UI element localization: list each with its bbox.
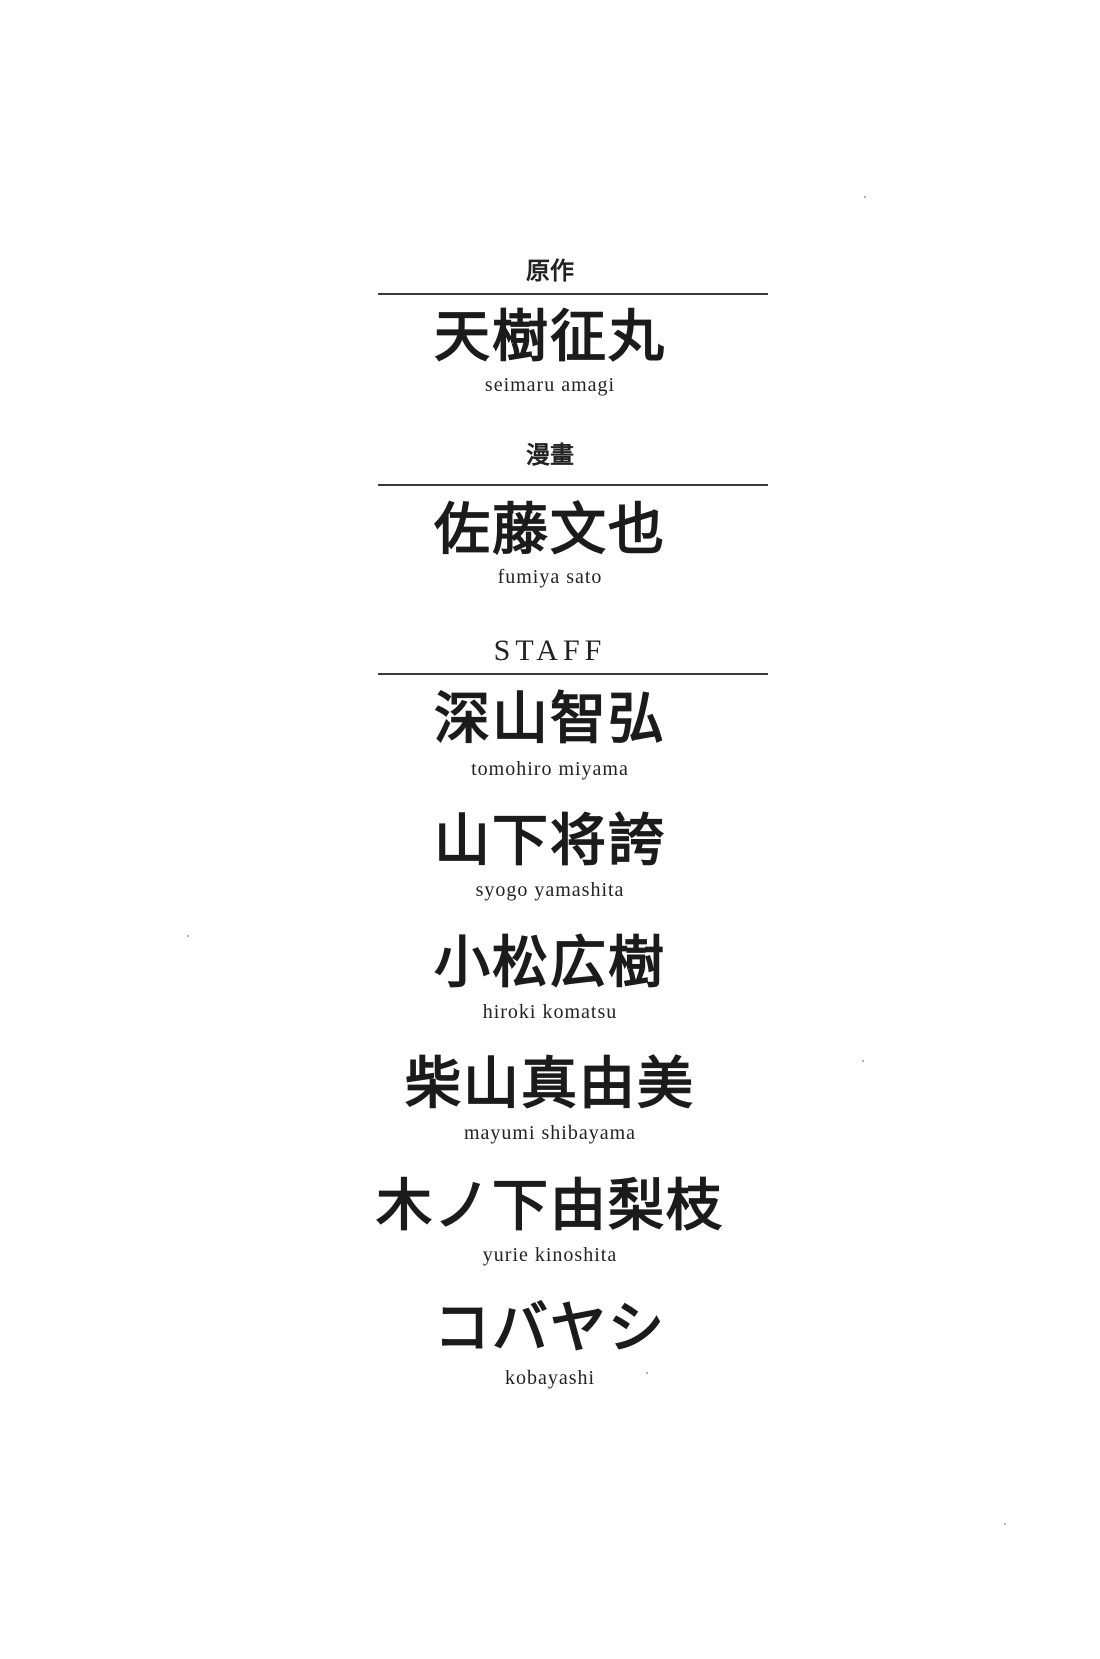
manga-artist-name-jp: 佐藤文也	[434, 498, 666, 563]
staff-member-name-jp: 山下将誇	[434, 809, 666, 874]
manga-heading: 漫畫	[526, 440, 574, 469]
manga-divider	[378, 484, 768, 486]
scan-speck	[1004, 1523, 1006, 1525]
staff-divider	[378, 673, 768, 675]
staff-member-name-en: kobayashi	[504, 1367, 596, 1389]
original-author-name-jp: 天樹征丸	[434, 305, 666, 370]
scan-speck	[187, 935, 189, 937]
staff-member-name-jp: 深山智弘	[434, 687, 666, 752]
staff-member-name-en: yurie kinoshita	[482, 1244, 618, 1266]
scan-speck	[646, 1372, 648, 1374]
scan-speck	[862, 1060, 864, 1062]
staff-member-name-jp: 柴山真由美	[405, 1052, 695, 1117]
staff-member-name-en: mayumi shibayama	[463, 1122, 637, 1144]
original-work-divider	[378, 293, 768, 295]
original-work-heading: 原作	[526, 256, 574, 285]
staff-member-name-jp: 木ノ下由梨枝	[376, 1174, 724, 1239]
staff-member-name-en: tomohiro miyama	[471, 758, 629, 780]
scan-speck	[864, 196, 866, 198]
staff-member-name-jp: コバヤシ	[434, 1296, 666, 1361]
staff-member-name-en: syogo yamashita	[475, 879, 625, 901]
manga-artist-name-en: fumiya sato	[497, 566, 603, 588]
staff-member-name-en: hiroki komatsu	[482, 1001, 618, 1023]
staff-member-name-jp: 小松広樹	[434, 931, 666, 996]
staff-heading: STAFF	[493, 634, 607, 667]
original-author-name-en: seimaru amagi	[484, 374, 616, 396]
